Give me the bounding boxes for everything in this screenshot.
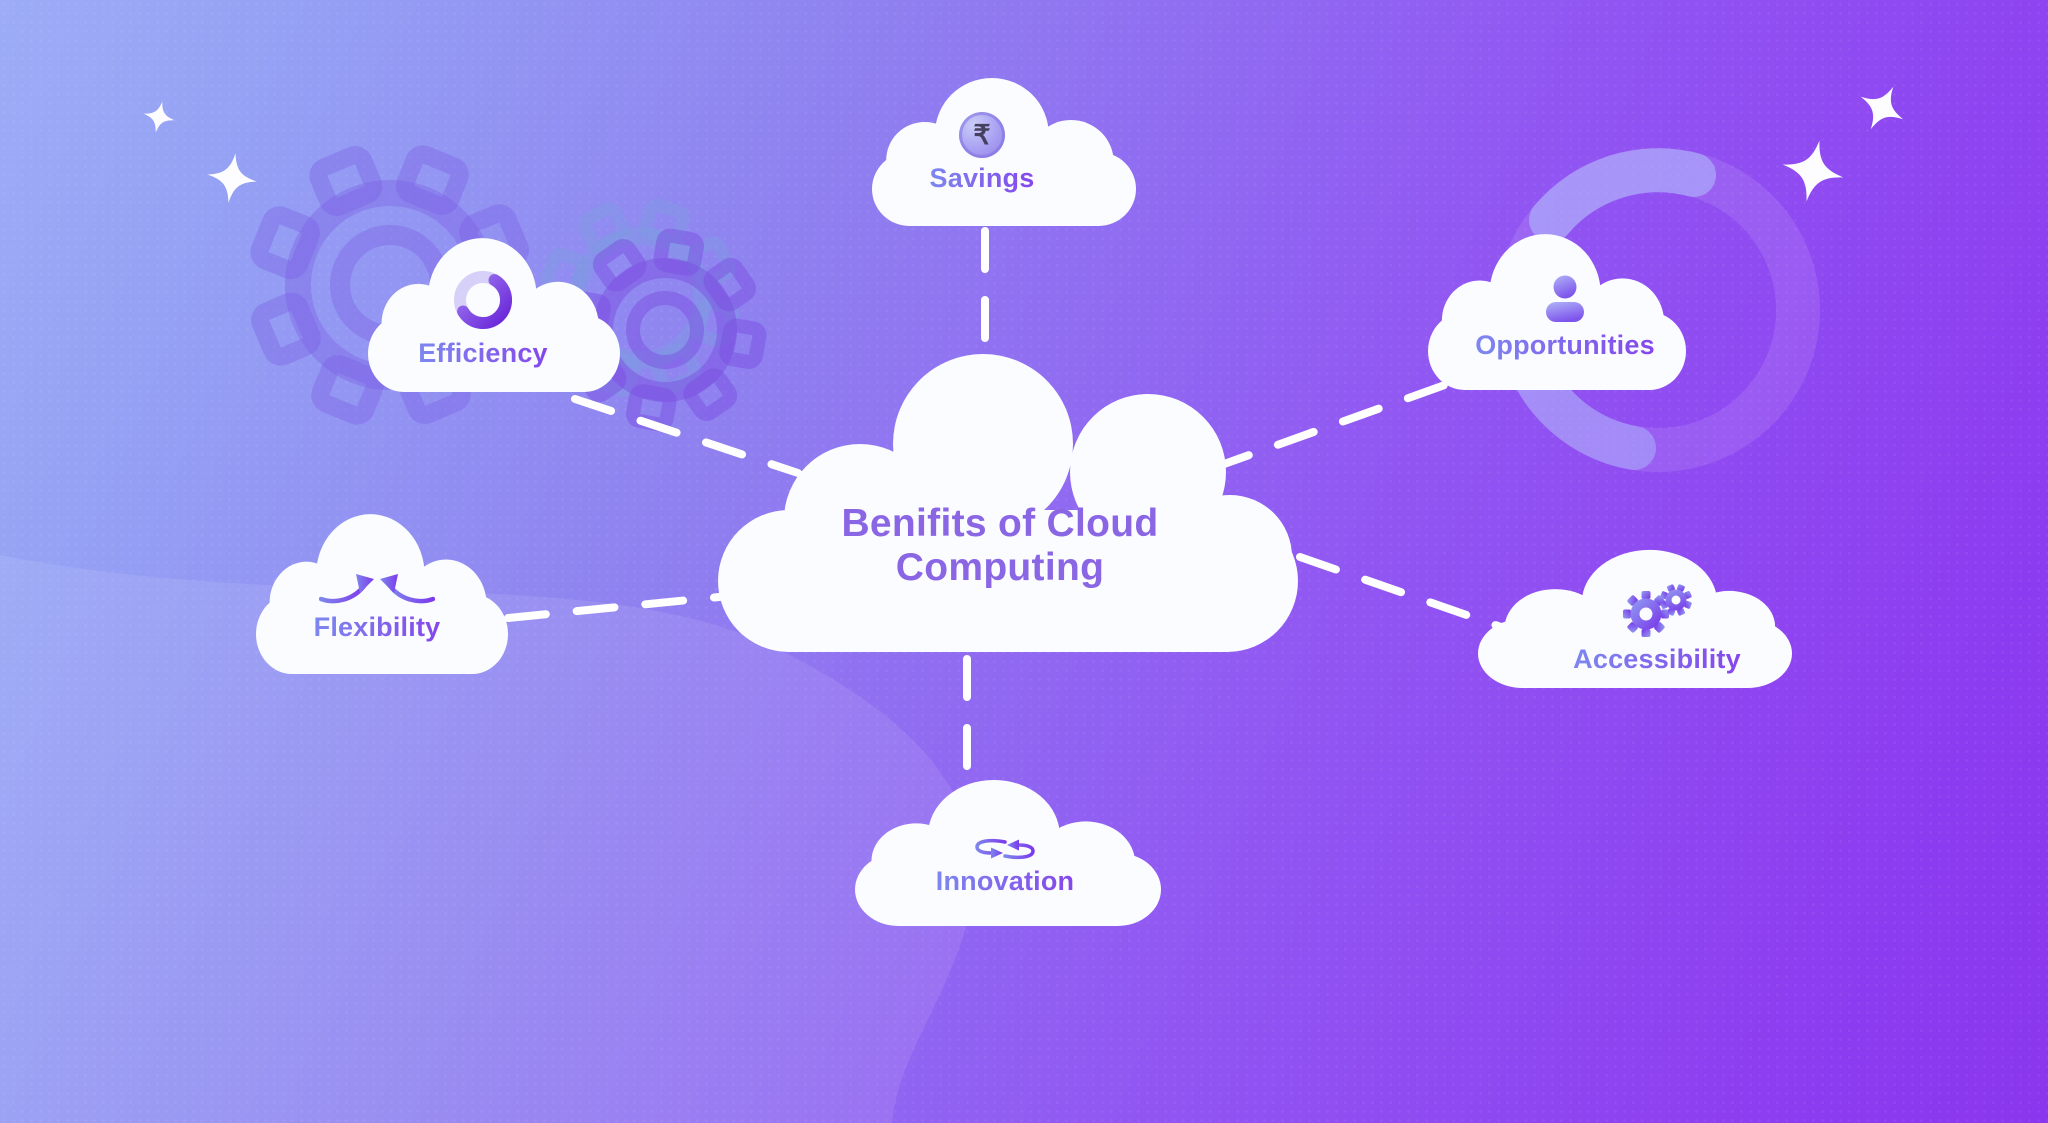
person-icon xyxy=(1546,275,1584,322)
accessibility-label: Accessibility xyxy=(1573,644,1741,674)
efficiency-label: Efficiency xyxy=(418,338,548,368)
cloud-shape xyxy=(1428,234,1686,390)
connector-line xyxy=(571,395,802,477)
flexibility-label: Flexibility xyxy=(313,612,441,642)
page-title: Benifits of Cloud Computing xyxy=(718,502,1282,591)
innovation-label: Innovation xyxy=(935,866,1075,896)
title-line-2: Computing xyxy=(895,546,1105,590)
gears-icon xyxy=(1623,584,1693,637)
savings-label: Savings xyxy=(929,163,1035,193)
flexibility-cloud: Flexibility xyxy=(256,512,508,674)
connector-line xyxy=(1209,377,1460,472)
efficiency-cloud: Efficiency xyxy=(368,236,620,392)
savings-cloud: ₹ Savings xyxy=(872,76,1136,226)
opportunities-cloud: Opportunities xyxy=(1428,232,1686,390)
cloud-shape xyxy=(256,514,508,674)
cloud-shape xyxy=(855,779,1161,926)
cloud-shape xyxy=(368,238,620,392)
wave-decoration xyxy=(0,555,975,1123)
center-cloud: Benifits of Cloud Computing xyxy=(718,352,1298,652)
opportunities-label: Opportunities xyxy=(1475,330,1655,360)
accessibility-cloud: Accessibility xyxy=(1478,548,1792,688)
rupee-coin-icon: ₹ xyxy=(959,112,1005,158)
merge-arrows-icon xyxy=(319,574,435,604)
title-line-1: Benifits of Cloud xyxy=(841,502,1159,545)
cloud-shape xyxy=(718,354,1298,652)
sync-arrows-icon xyxy=(975,838,1035,860)
progress-ring-icon xyxy=(454,271,513,330)
connector-line xyxy=(1296,553,1505,631)
innovation-cloud: Innovation xyxy=(855,778,1161,926)
cloud-shape xyxy=(1478,549,1792,688)
rupee-glyph: ₹ xyxy=(973,119,991,150)
